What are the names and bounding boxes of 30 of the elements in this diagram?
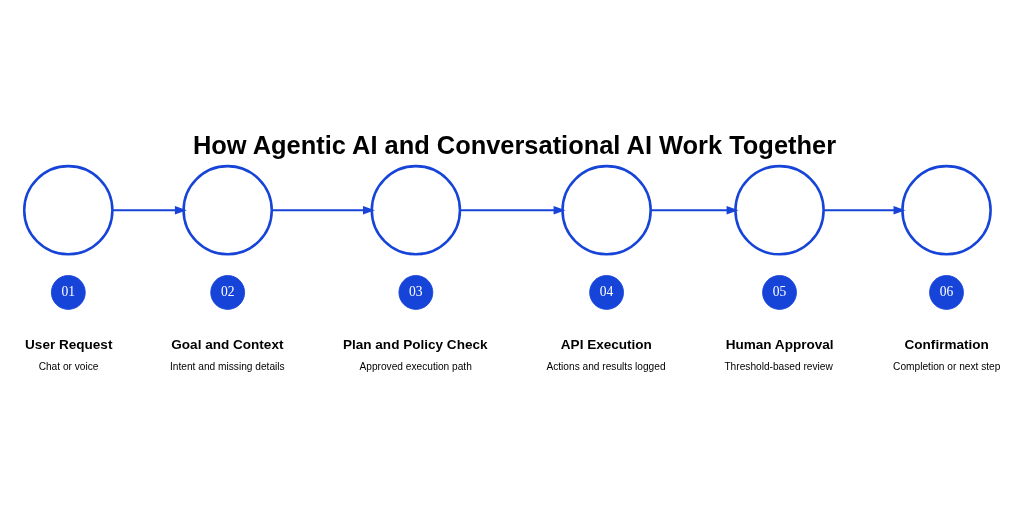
node-circle: 03 xyxy=(398,275,433,310)
node-label: Completion or next step xyxy=(892,360,1000,372)
node-label: Actions and results logged xyxy=(545,360,666,372)
node-label: Intent and missing details xyxy=(169,360,285,372)
node-circle: 01 xyxy=(50,275,86,310)
node-label: Confirmation xyxy=(904,337,989,353)
node-circle xyxy=(181,164,273,256)
arrow xyxy=(823,206,905,215)
node-label: Threshold-based review xyxy=(723,360,833,372)
node-circle: 02 xyxy=(209,275,245,310)
arrow xyxy=(112,206,187,215)
node-circle: 06 xyxy=(928,275,964,310)
node-circle xyxy=(733,164,825,256)
arrow xyxy=(459,206,565,215)
node-label: Chat or voice xyxy=(38,360,98,372)
node-circle xyxy=(22,164,114,256)
node-label: Approved execution path xyxy=(358,360,472,372)
node-circle xyxy=(560,164,652,256)
node-label: User Request xyxy=(24,337,112,353)
node-circle: 05 xyxy=(761,275,797,310)
arrow xyxy=(650,206,738,215)
arrow xyxy=(271,206,375,215)
node-circle xyxy=(370,164,461,256)
node-label: Goal and Context xyxy=(170,337,283,353)
node-label: Human Approval xyxy=(725,337,834,353)
node-circle: 04 xyxy=(588,275,624,310)
node-label: API Execution xyxy=(560,337,652,353)
diagram-title: How Agentic AI and Conversational AI Work Together xyxy=(192,131,836,160)
node-label: Plan and Policy Check xyxy=(342,337,488,353)
node-circle xyxy=(900,164,992,256)
